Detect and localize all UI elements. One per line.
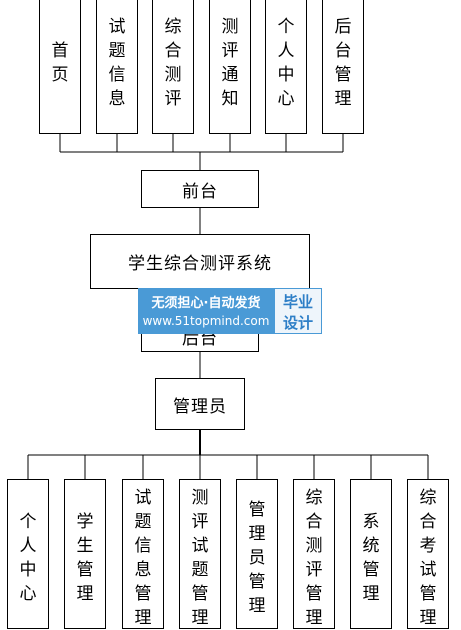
bottom-module-eval-questions: 测 评 试 题 管 理 bbox=[179, 479, 221, 629]
watermark-left: 无须担心·自动发货 www.51topmind.com bbox=[138, 288, 274, 334]
watermark-line2: www.51topmind.com bbox=[142, 314, 270, 328]
watermark-banner: 无须担心·自动发货 www.51topmind.com 毕业 设计 bbox=[138, 288, 322, 334]
top-module-label: 后 台 管 理 bbox=[334, 17, 352, 109]
top-module-label: 综 合 测 评 bbox=[164, 17, 182, 109]
watermark-badge: 毕业 设计 bbox=[274, 288, 322, 334]
watermark-badge-line2: 设计 bbox=[282, 314, 313, 332]
top-module-profile: 个 人 中 心 bbox=[265, 0, 307, 134]
system-node: 学生综合测评系统 bbox=[90, 234, 310, 289]
bottom-module-label: 管 理 员 管 理 bbox=[248, 500, 266, 616]
bottom-module-profile: 个 人 中 心 bbox=[7, 479, 49, 629]
top-module-label: 个 人 中 心 bbox=[277, 17, 295, 109]
front-node: 前台 bbox=[141, 170, 259, 208]
admin-label: 管理员 bbox=[173, 396, 227, 417]
top-module-label: 首 页 bbox=[51, 41, 69, 85]
top-module-questions: 试 题 信 息 bbox=[96, 0, 138, 134]
admin-node: 管理员 bbox=[155, 378, 245, 430]
top-module-label: 测 评 通 知 bbox=[221, 17, 239, 109]
bottom-module-label: 综 合 测 评 管 理 bbox=[305, 488, 323, 628]
bottom-module-evaluation: 综 合 测 评 管 理 bbox=[293, 479, 335, 629]
watermark-badge-line1: 毕业 bbox=[282, 293, 313, 311]
bottom-module-label: 测 评 试 题 管 理 bbox=[191, 488, 209, 628]
bottom-module-label: 个 人 中 心 bbox=[19, 512, 37, 604]
bottom-module-label: 综 合 考 试 管 理 bbox=[419, 488, 437, 628]
bottom-module-students: 学 生 管 理 bbox=[64, 479, 106, 629]
system-label: 学生综合测评系统 bbox=[128, 254, 272, 274]
bottom-module-admins: 管 理 员 管 理 bbox=[236, 479, 278, 629]
top-module-home: 首 页 bbox=[39, 0, 81, 134]
top-module-evaluation: 综 合 测 评 bbox=[152, 0, 194, 134]
watermark-line1: 无须担心·自动发货 bbox=[151, 296, 261, 311]
bottom-module-exams: 综 合 考 试 管 理 bbox=[407, 479, 449, 629]
bottom-module-label: 学 生 管 理 bbox=[76, 512, 94, 604]
bottom-module-question-info: 试 题 信 息 管 理 bbox=[122, 479, 164, 629]
top-module-admin-panel: 后 台 管 理 bbox=[322, 0, 364, 134]
bottom-module-label: 试 题 信 息 管 理 bbox=[134, 488, 152, 628]
top-module-label: 试 题 信 息 bbox=[108, 17, 126, 109]
bottom-module-system: 系 统 管 理 bbox=[350, 479, 392, 629]
front-label: 前台 bbox=[182, 181, 218, 202]
bottom-module-label: 系 统 管 理 bbox=[362, 512, 380, 604]
top-module-notice: 测 评 通 知 bbox=[209, 0, 251, 134]
